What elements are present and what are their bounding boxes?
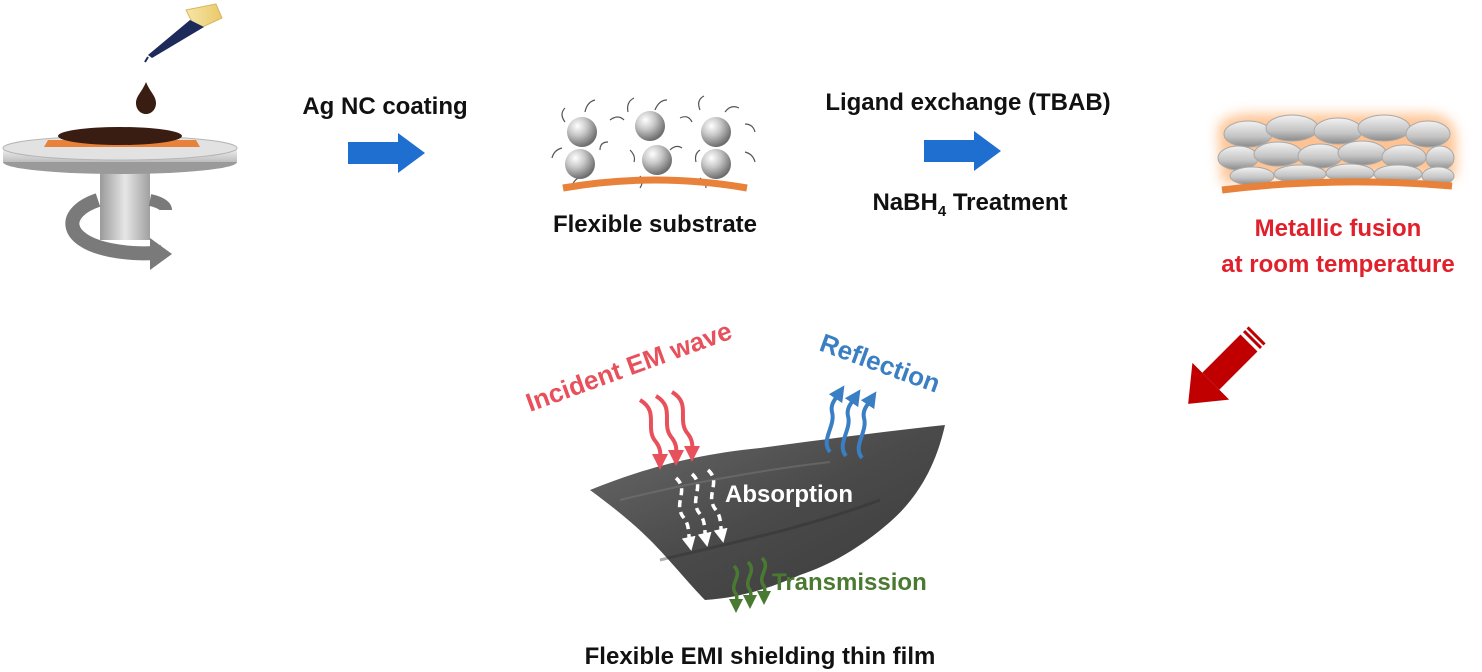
spin-coater — [2, 3, 238, 270]
droplet-icon — [136, 82, 156, 114]
process-arrow-1 — [348, 133, 425, 173]
final-step-arrow — [1188, 326, 1266, 404]
treatment-label: NaBH4 Treatment — [872, 189, 1067, 220]
coating-label: Ag NC coating — [302, 93, 467, 120]
film-caption: Flexible EMI shielding thin film — [585, 643, 936, 670]
reflection-wave-arrows — [824, 385, 877, 460]
shielding-film — [590, 425, 945, 600]
incident-label: Incident EM wave — [522, 315, 736, 417]
absorption-label: Absorption — [725, 481, 853, 508]
transmission-wave-arrows — [729, 556, 772, 613]
absorption-wave-arrows — [674, 468, 728, 551]
pipette-icon — [144, 3, 223, 63]
fused-metal-film — [1217, 114, 1456, 194]
coated-film — [58, 127, 182, 145]
reflection-label: Reflection — [816, 327, 944, 398]
fusion-label-line1: Metallic fusion — [1255, 215, 1422, 242]
fusion-label-line2: at room temperature — [1221, 251, 1454, 278]
nanocrystal-substrate — [551, 95, 756, 192]
transmission-label: Transmission — [772, 569, 927, 596]
incident-wave-arrows — [638, 390, 701, 470]
process-arrow-2 — [924, 131, 1001, 171]
ligand-exchange-label: Ligand exchange (TBAB) — [825, 89, 1110, 116]
substrate-label: Flexible substrate — [553, 211, 757, 238]
rotation-arrow-icon — [65, 193, 172, 270]
